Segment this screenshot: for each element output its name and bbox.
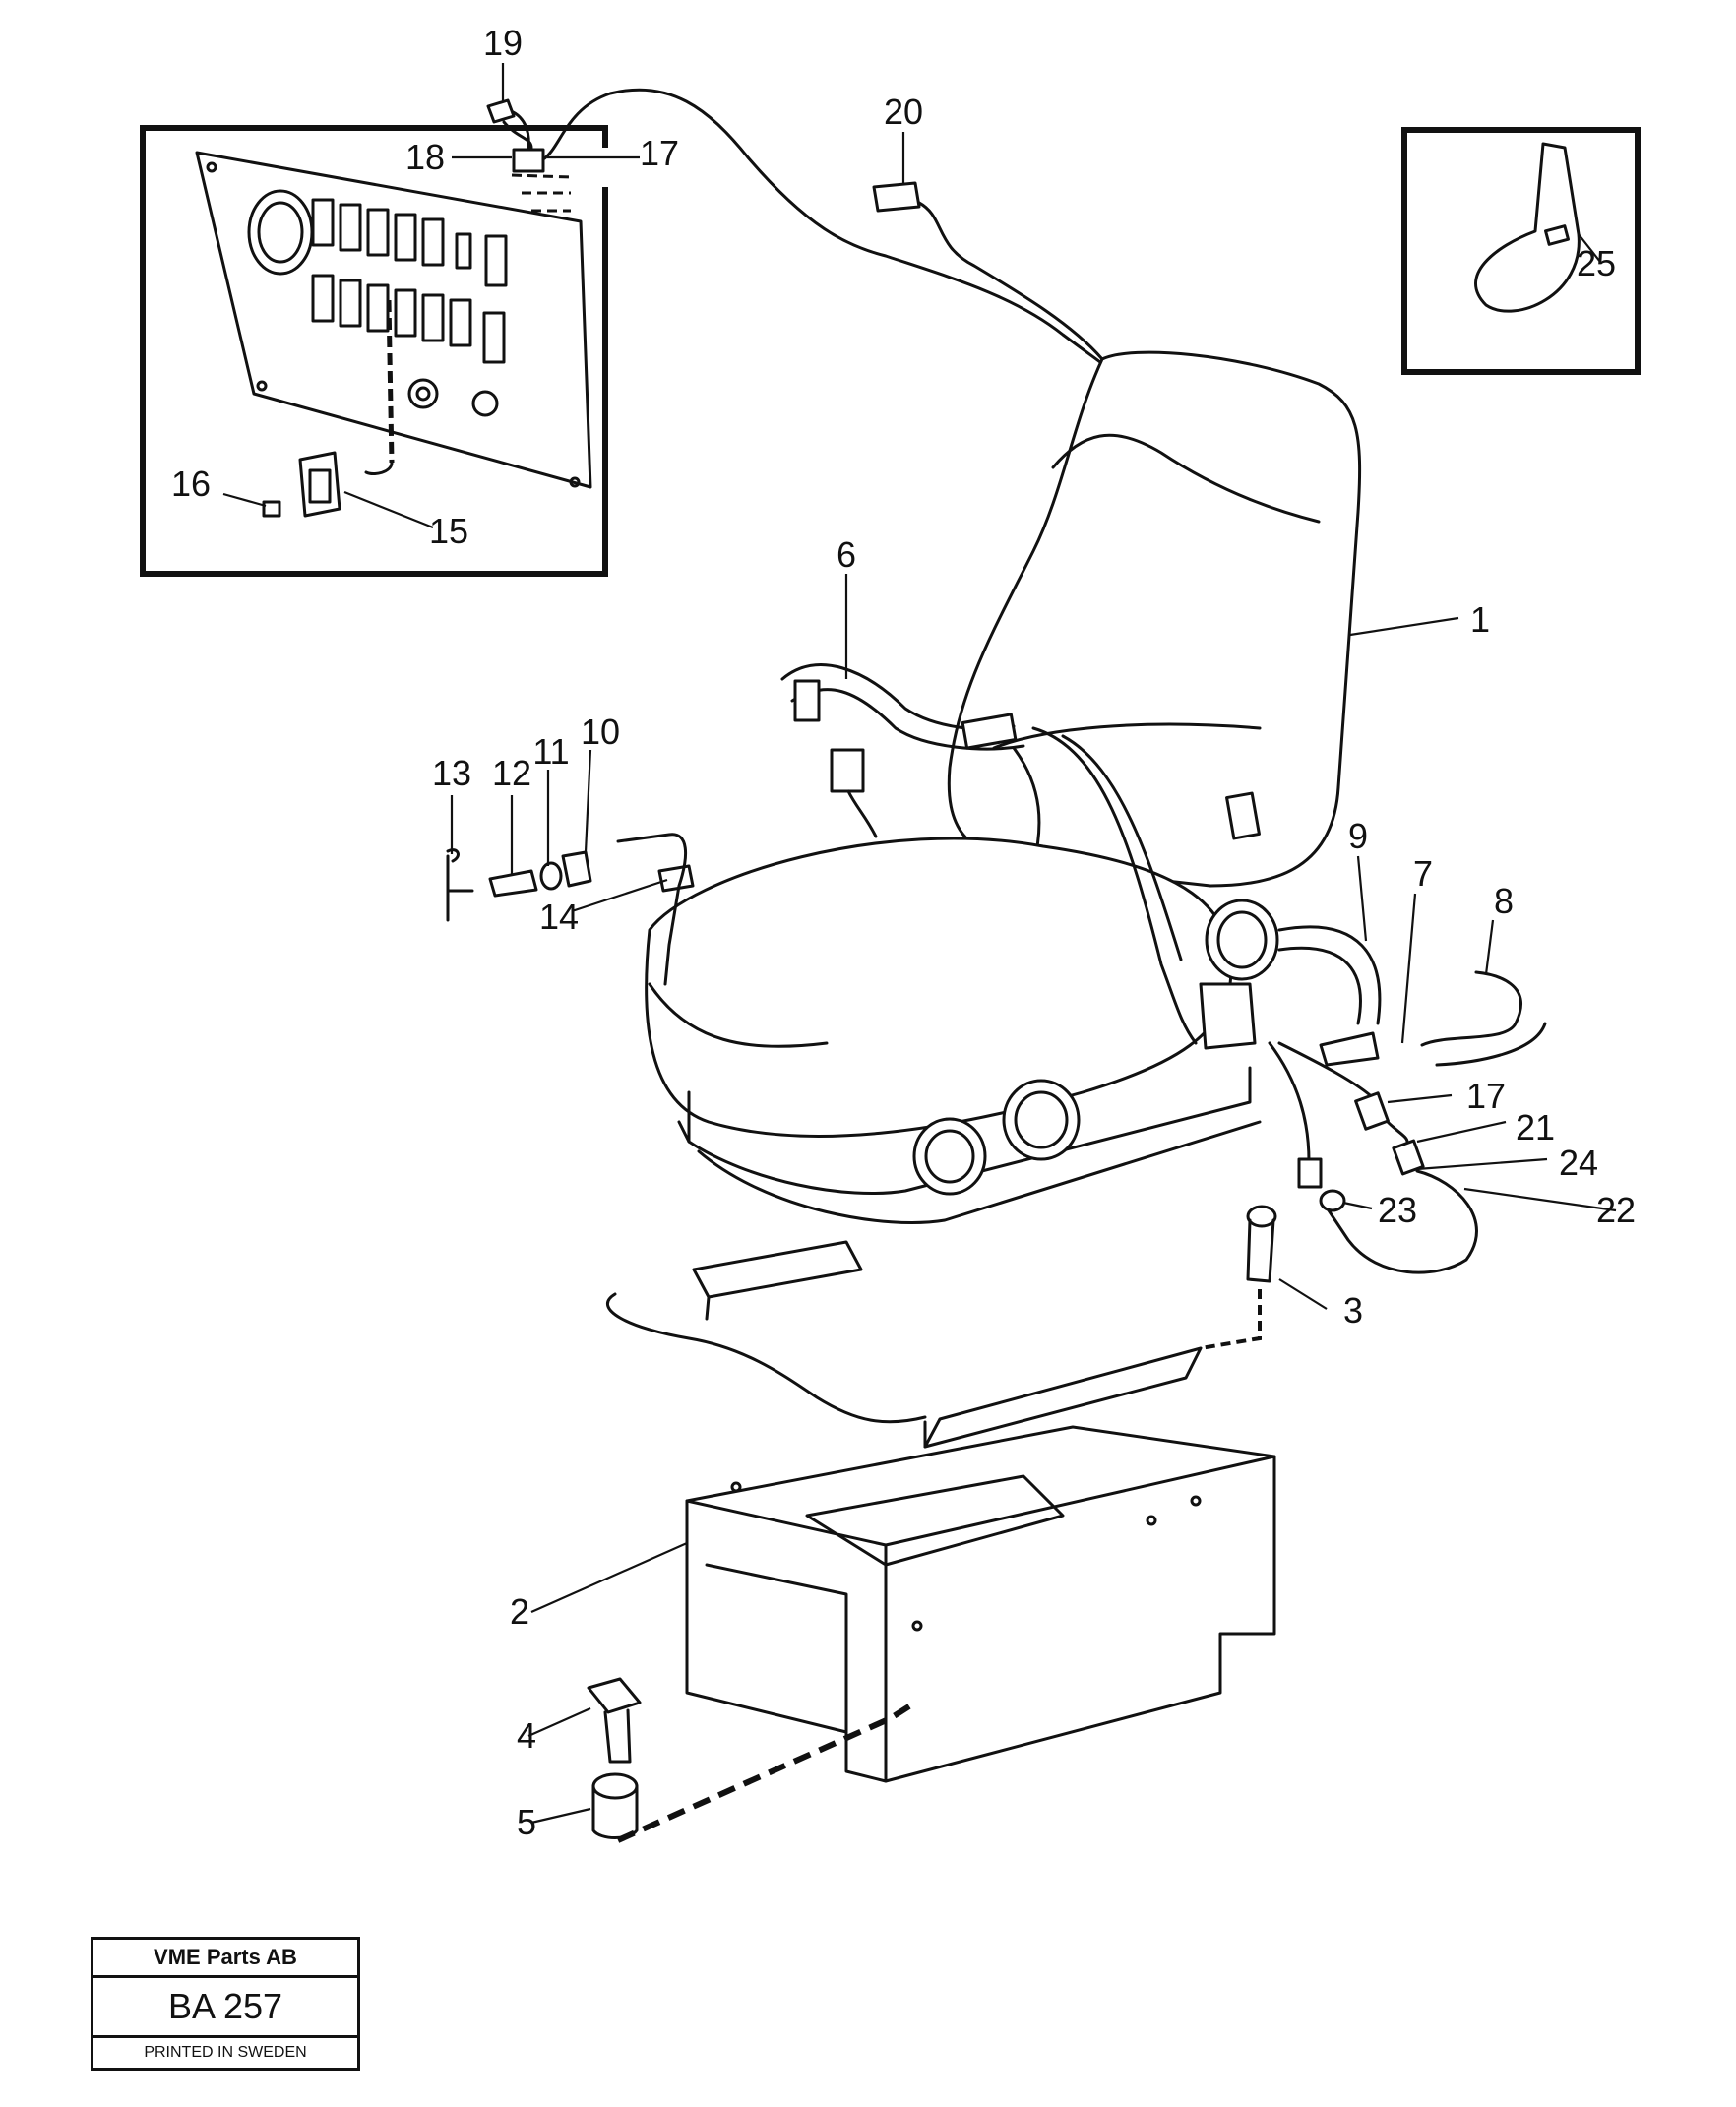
base-console [606, 1240, 1276, 1783]
callout-25: 25 [1577, 243, 1616, 283]
drawing-code: BA 257 [93, 1978, 357, 2038]
callout-6: 6 [837, 534, 856, 575]
callout-17-top: 17 [640, 133, 679, 173]
callout-5: 5 [517, 1802, 536, 1842]
callout-19: 19 [483, 23, 523, 63]
panel-inset [140, 88, 750, 577]
callout-8: 8 [1494, 881, 1514, 921]
right-harness [1268, 925, 1547, 1274]
leader-lines [222, 63, 1617, 1825]
company-name: VME Parts AB [93, 1940, 357, 1978]
callout-23: 23 [1378, 1190, 1417, 1230]
callouts: 19 18 17 20 25 16 15 6 1 13 12 11 10 14 … [171, 23, 1636, 1842]
seat-assembly [645, 350, 1362, 1224]
callout-12: 12 [492, 753, 531, 793]
title-block: VME Parts AB BA 257 PRINTED IN SWEDEN [91, 1937, 360, 2071]
cable-tie-inset [1401, 127, 1641, 375]
printed-in: PRINTED IN SWEDEN [144, 2044, 307, 2061]
callout-16: 16 [171, 464, 211, 504]
callout-2: 2 [510, 1591, 529, 1632]
callout-7: 7 [1413, 853, 1433, 894]
callout-14: 14 [539, 897, 579, 937]
callout-24: 24 [1559, 1143, 1598, 1183]
connector-20 [746, 155, 1104, 364]
connector-19 [486, 98, 533, 150]
callout-22: 22 [1596, 1190, 1636, 1230]
callout-11: 11 [532, 731, 569, 772]
air-fittings [446, 833, 695, 986]
callout-4: 4 [517, 1715, 536, 1756]
spacer-5 [591, 1700, 917, 1843]
callout-20: 20 [884, 92, 923, 132]
callout-10: 10 [581, 712, 620, 752]
callout-9: 9 [1348, 816, 1368, 856]
bolt-4 [587, 1677, 642, 1764]
callout-13: 13 [432, 753, 471, 793]
callout-1: 1 [1470, 599, 1490, 640]
callout-18: 18 [405, 137, 445, 177]
switch-rows [311, 198, 508, 364]
callout-17-right: 17 [1466, 1076, 1506, 1116]
callout-15: 15 [429, 511, 468, 551]
callout-21: 21 [1516, 1107, 1555, 1147]
bolt-3 [1200, 1205, 1277, 1350]
callout-3: 3 [1343, 1290, 1363, 1331]
